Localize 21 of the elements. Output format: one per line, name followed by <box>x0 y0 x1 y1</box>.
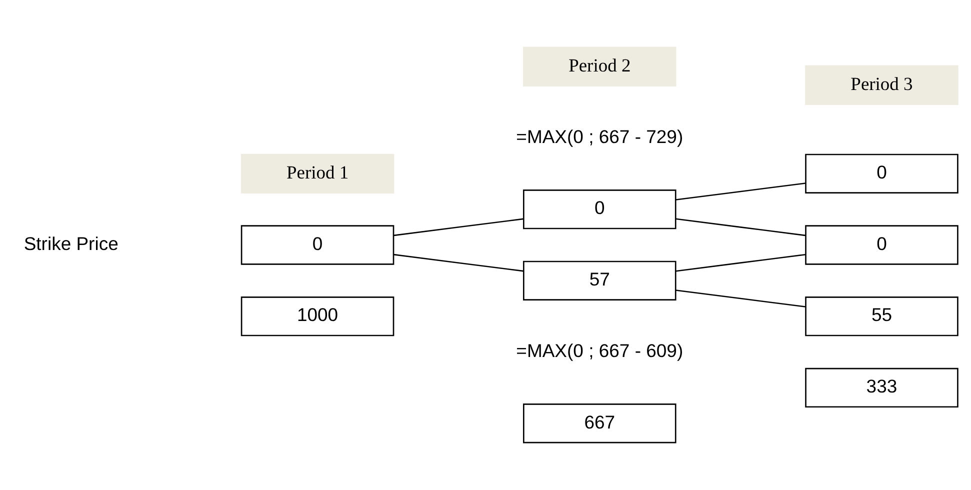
connector <box>393 254 523 272</box>
node-box: 0 <box>804 225 958 265</box>
connector <box>675 290 805 308</box>
connector <box>675 218 805 236</box>
label: =MAX(0 ; 667 - 729) <box>516 126 683 147</box>
connector <box>393 218 523 236</box>
node-box: 57 <box>522 260 676 300</box>
node-box: 1000 <box>240 296 394 336</box>
node-box: Period 3 <box>804 65 958 105</box>
node-box: 333 <box>804 368 958 408</box>
connector <box>675 182 805 200</box>
connector <box>675 254 805 272</box>
node-box: 0 <box>804 154 958 194</box>
label: =MAX(0 ; 667 - 609) <box>516 340 683 361</box>
label: Strike Price <box>23 232 118 254</box>
node-box: 55 <box>804 296 958 336</box>
node-box: Period 1 <box>240 154 394 194</box>
node-box: 0 <box>240 225 394 265</box>
node-box: 0 <box>522 190 676 230</box>
node-box: 667 <box>522 404 676 444</box>
node-box: Period 2 <box>522 46 676 86</box>
